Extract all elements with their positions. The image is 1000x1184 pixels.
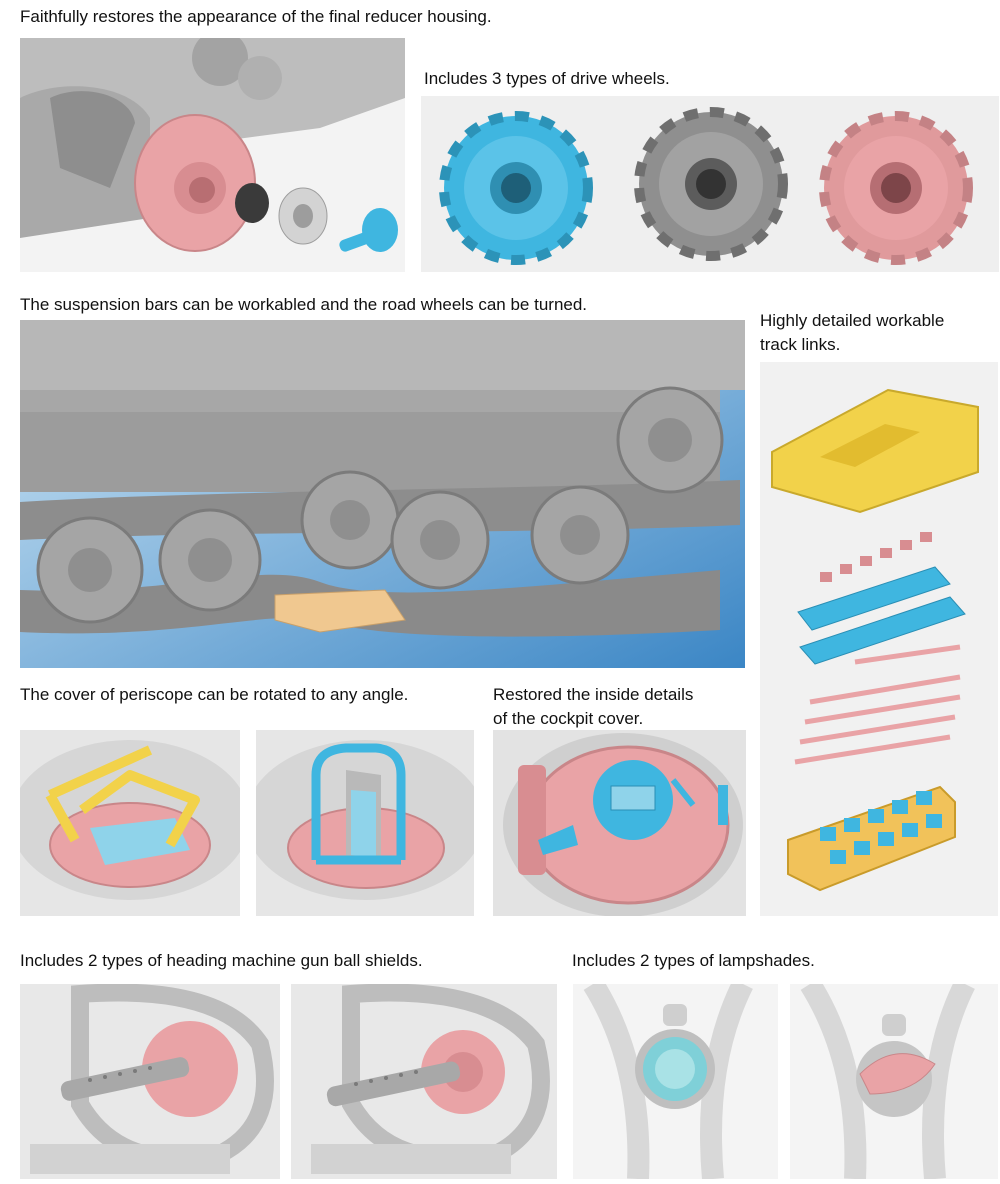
caption-cockpit-line1: Restored the inside details — [493, 685, 694, 704]
mg-ball-shield-type2-image — [291, 984, 557, 1179]
caption-periscope: The cover of periscope can be rotated to… — [20, 685, 409, 704]
lampshade-type2-image — [790, 984, 998, 1179]
caption-drive-wheels: Includes 3 types of drive wheels. — [424, 69, 670, 88]
cockpit-cover-image — [493, 730, 746, 916]
mg-ball-shield-type1-image — [20, 984, 280, 1179]
caption-track-links-line1: Highly detailed workable — [760, 311, 945, 330]
caption-mg-ball-shields: Includes 2 types of heading machine gun … — [20, 951, 423, 970]
caption-cockpit-line2: of the cockpit cover. — [493, 709, 644, 728]
caption-reducer-housing: Faithfully restores the appearance of th… — [20, 7, 492, 26]
periscope-cover-yellow-image — [20, 730, 240, 916]
caption-lampshades: Includes 2 types of lampshades. — [572, 951, 815, 970]
reducer-housing-image — [20, 38, 405, 272]
caption-track-links-line2: track links. — [760, 335, 841, 354]
track-links-image — [760, 362, 998, 916]
periscope-cover-blue-image — [256, 730, 474, 916]
drive-wheels-image — [421, 96, 999, 272]
caption-suspension: The suspension bars can be workabled and… — [20, 295, 588, 314]
suspension-image — [20, 320, 745, 668]
lampshade-type1-image — [573, 984, 778, 1179]
